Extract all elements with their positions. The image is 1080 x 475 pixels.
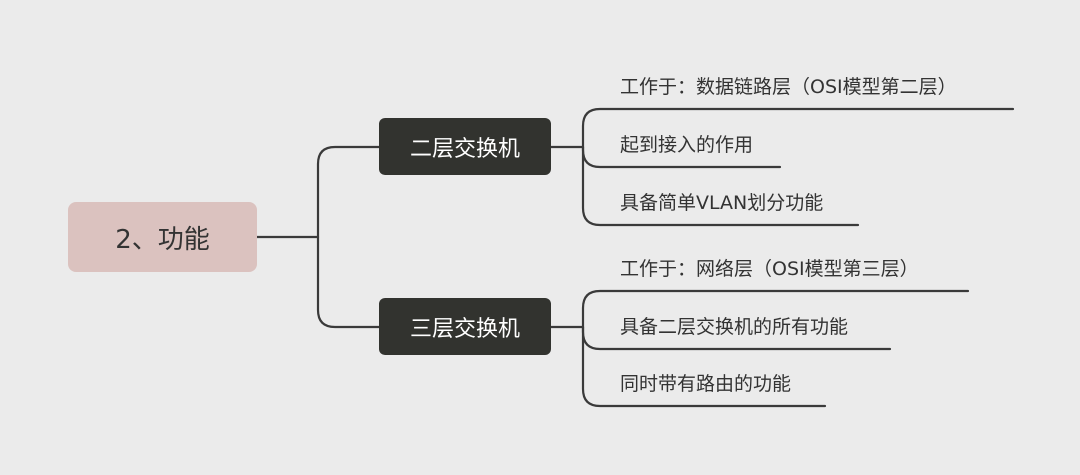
l2-leaf-1-connector bbox=[581, 107, 1015, 149]
root-to-l2-connector bbox=[316, 145, 381, 239]
root-node: 2、功能 bbox=[68, 202, 257, 272]
branch-node-layer2-switch: 二层交换机 bbox=[379, 118, 551, 175]
root-label: 2、功能 bbox=[115, 224, 210, 255]
branch-node-layer3-switch: 三层交换机 bbox=[379, 298, 551, 355]
leaf-layer3-works-at: 工作于：网络层（OSI模型第三层） bbox=[620, 258, 919, 280]
leaf-layer3-routing: 同时带有路由的功能 bbox=[620, 373, 792, 395]
leaf-layer2-access-role: 起到接入的作用 bbox=[620, 134, 754, 156]
l3-leaf-1-connector bbox=[581, 289, 970, 329]
leaf-layer2-works-at: 工作于：数据链路层（OSI模型第二层） bbox=[620, 76, 957, 98]
root-to-l3-connector bbox=[316, 235, 381, 329]
l2-leaf-3-connector bbox=[581, 145, 860, 227]
branch-label: 三层交换机 bbox=[409, 316, 520, 342]
branch-label: 二层交换机 bbox=[409, 136, 520, 162]
l3-leaf-3-connector bbox=[581, 325, 827, 408]
leaf-layer3-all-layer2-functions: 具备二层交换机的所有功能 bbox=[620, 316, 849, 338]
leaf-layer2-vlan: 具备简单VLAN划分功能 bbox=[620, 192, 824, 214]
